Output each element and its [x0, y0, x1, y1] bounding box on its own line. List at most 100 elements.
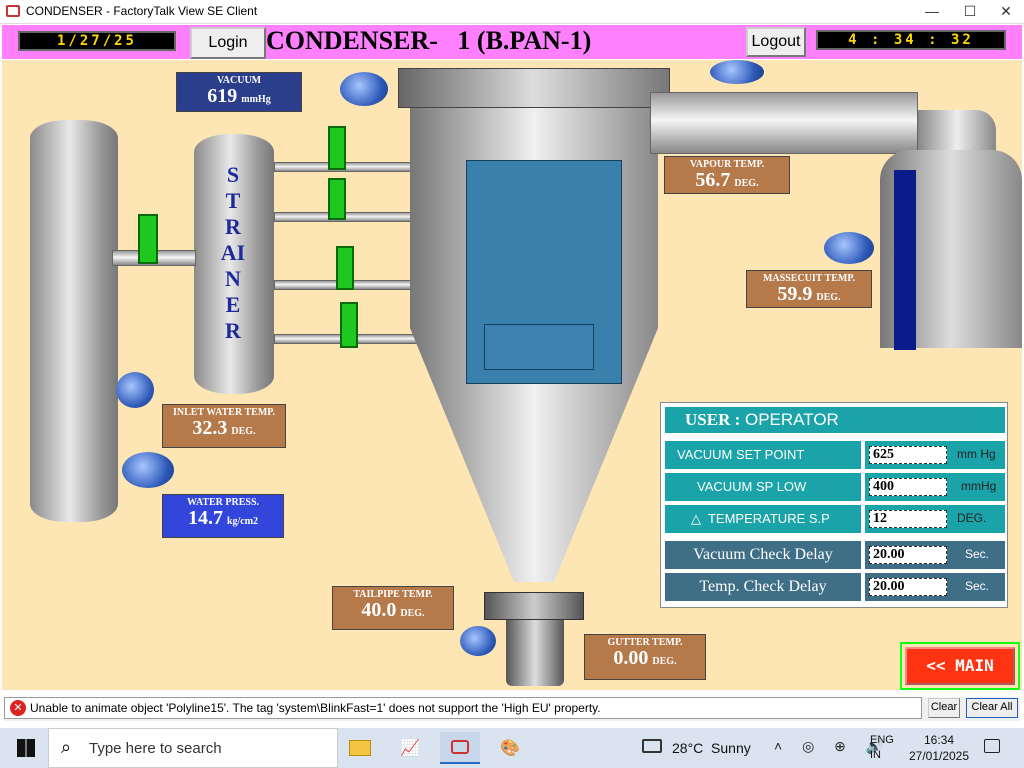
minimize-button[interactable]: — — [925, 3, 939, 19]
tray-hatch — [484, 324, 594, 370]
weather-text[interactable]: 28°C Sunny — [672, 740, 751, 756]
user-value: OPERATOR — [745, 410, 839, 429]
weather-icon — [642, 739, 662, 753]
taskbar: ⌕ Type here to search 📈 🎨 28°C Sunny ˄ ◎… — [0, 728, 1024, 768]
temperature-sp-label: △ TEMPERATURE S.P — [665, 505, 861, 533]
vapour-sensor-icon — [710, 60, 764, 84]
temp-check-delay-label: Temp. Check Delay — [665, 573, 861, 601]
clock-time: 16:34 — [923, 733, 955, 747]
hmi-canvas: STRAINER VACUUM 619 mmHg VAPOUR TEMP. 56… — [2, 60, 1022, 690]
massecuit-temp-label: MASSECUIT TEMP. — [762, 273, 856, 284]
date-display: 1/27/25 — [18, 31, 176, 51]
valve-1[interactable] — [328, 126, 346, 170]
water-press-reading: WATER PRESS. 14.7 kg/cm2 — [162, 494, 284, 538]
status-message: Unable to animate object 'Polyline15'. T… — [30, 701, 601, 715]
vapour-temp-unit: DEG. — [734, 178, 759, 189]
inlet-valve[interactable] — [138, 214, 158, 264]
temperature-sp-unit: DEG. — [957, 511, 987, 525]
gutter-temp-reading: GUTTER TEMP. 0.00 DEG. — [584, 634, 706, 680]
temperature-sp-cell: 12 — [865, 505, 1005, 533]
tray-icons[interactable]: ˄ ◎ ⊕ 🔊 — [774, 738, 892, 754]
massecuit-sensor-icon — [824, 232, 874, 264]
tailpipe-temp-value: 40.0 — [361, 599, 397, 621]
inlet-water-temp-reading: INLET WATER TEMP. 32.3 DEG. — [162, 404, 286, 448]
main-button-frame: << MAIN — [900, 642, 1020, 690]
vacuum-set-point-label: VACUUM SET POINT — [665, 441, 861, 469]
vapour-temp-reading: VAPOUR TEMP. 56.7 DEG. — [664, 156, 790, 194]
notification-icon[interactable] — [984, 739, 1000, 753]
massecuit-temp-unit: DEG. — [816, 292, 841, 303]
close-button[interactable]: ✕ — [1000, 3, 1012, 19]
valve-3[interactable] — [336, 246, 354, 290]
time-display: 4 : 34 : 32 — [816, 30, 1006, 50]
vacuum-check-delay-cell: 20.00 — [865, 541, 1005, 569]
gutter-temp-value: 0.00 — [613, 647, 649, 669]
vacuum-sp-low-input[interactable]: 400 — [869, 478, 947, 496]
vacuum-set-point-cell: 625 — [865, 441, 1005, 469]
clear-button[interactable]: Clear — [928, 698, 960, 718]
tailpipe-temp-reading: TAILPIPE TEMP. 40.0 DEG. — [332, 586, 454, 630]
maximize-button[interactable]: ☐ — [963, 3, 977, 19]
vacuum-sp-low-label: VACUUM SP LOW — [665, 473, 861, 501]
tailpipe-temp-unit: DEG. — [400, 608, 425, 619]
vacuum-reading: VACUUM 619 mmHg — [176, 72, 302, 112]
vacuum-set-point-unit: mm Hg — [957, 447, 996, 461]
tail-pipe — [506, 620, 564, 686]
vacuum-sensor-icon — [340, 72, 388, 106]
water-press-value: 14.7 — [187, 507, 223, 529]
gutter-temp-label: GUTTER TEMP. — [607, 637, 683, 648]
inlet-water-temp-unit: DEG. — [231, 426, 256, 437]
vacuum-set-point-input[interactable]: 625 — [869, 446, 947, 464]
app-icon-2[interactable]: 📈 — [400, 740, 420, 757]
setpoint-panel: USER : OPERATOR VACUUM SET POINT 625 mm … — [660, 402, 1008, 608]
vacuum-check-delay-label: Vacuum Check Delay — [665, 541, 861, 569]
massecuit-temp-reading: MASSECUIT TEMP. 59.9 DEG. — [746, 270, 872, 308]
vapour-pipe — [650, 92, 918, 154]
windows-icon — [17, 739, 35, 757]
vacuum-sp-low-cell: 400 — [865, 473, 1005, 501]
water-press-label: WATER PRESS. — [186, 497, 260, 508]
vacuum-check-delay-unit: Sec. — [965, 547, 990, 561]
app-icon — [6, 5, 20, 17]
tailpipe-sensor-icon — [460, 626, 496, 656]
temp-check-delay-input[interactable]: 20.00 — [869, 578, 947, 596]
strainer-tank — [194, 134, 274, 394]
clock[interactable]: 16:34 27/01/2025 — [904, 732, 974, 764]
valve-4[interactable] — [340, 302, 358, 348]
clear-all-button[interactable]: Clear All — [966, 698, 1018, 718]
vacuum-label: VACUUM — [216, 75, 262, 86]
paint-icon[interactable]: 🎨 — [500, 740, 520, 757]
strainer-label: STRAINER — [220, 162, 246, 343]
pan-vessel-stripe — [894, 170, 916, 350]
start-button[interactable] — [6, 732, 46, 764]
lang-in: IN — [870, 749, 881, 761]
status-message-box — [4, 697, 922, 719]
valve-2[interactable] — [328, 178, 346, 220]
error-icon: ✕ — [10, 700, 26, 716]
vacuum-sp-low-unit: mmHg — [961, 479, 997, 493]
file-explorer-icon[interactable] — [340, 732, 380, 764]
user-row: USER : OPERATOR — [665, 407, 1005, 433]
taskbar-search[interactable]: ⌕ Type here to search — [48, 728, 338, 768]
user-label: USER : — [685, 410, 741, 429]
lang-eng: ENG — [870, 734, 894, 746]
factorytalk-icon[interactable] — [440, 732, 480, 764]
inlet-water-temp-label: INLET WATER TEMP. — [173, 407, 275, 418]
search-icon: ⌕ — [61, 737, 72, 757]
vacuum-check-delay-input[interactable]: 20.00 — [869, 546, 947, 564]
window-titlebar: CONDENSER - FactoryTalk View SE Client —… — [0, 0, 1024, 24]
condenser-top — [398, 68, 670, 108]
language-indicator[interactable]: ENG IN — [870, 733, 894, 763]
vapour-temp-label: VAPOUR TEMP. — [689, 159, 765, 170]
clock-date: 27/01/2025 — [908, 749, 970, 763]
gutter-temp-unit: DEG. — [652, 656, 677, 667]
logout-button[interactable]: Logout — [746, 27, 806, 57]
login-button[interactable]: Login — [190, 27, 266, 59]
search-placeholder: Type here to search — [89, 740, 222, 757]
temperature-sp-input[interactable]: 12 — [869, 510, 947, 528]
main-button[interactable]: << MAIN — [905, 647, 1015, 685]
vacuum-value: 619 — [207, 85, 238, 107]
massecuit-temp-value: 59.9 — [777, 283, 813, 305]
window-title: CONDENSER - FactoryTalk View SE Client — [26, 4, 258, 18]
water-press-sensor-icon — [122, 452, 174, 488]
